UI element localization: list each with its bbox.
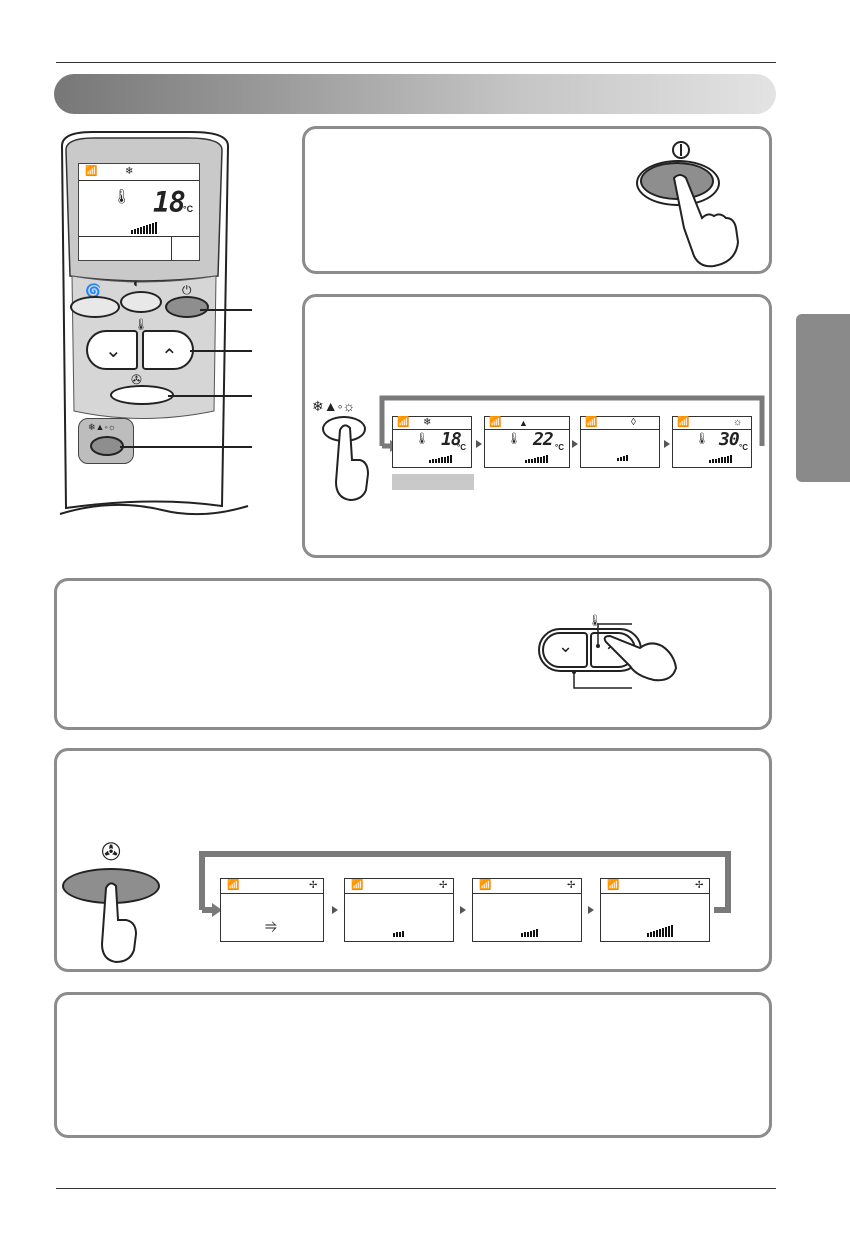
section-title-bar — [54, 74, 776, 114]
temp-leader-lines — [572, 623, 632, 689]
remote-lcd-unit: °C — [183, 204, 194, 214]
fan-bars — [647, 925, 673, 937]
fan-blade-icon: ✢ — [309, 880, 318, 891]
mode-screen-auto-temperature: 22 — [533, 429, 554, 450]
fan-icon: ✇ — [131, 372, 142, 387]
remote-fan-bars — [131, 222, 157, 234]
remote-temp-up-button[interactable]: ⌃ — [142, 330, 194, 370]
leader-fan — [168, 395, 252, 397]
fan-screen-low: 📶 ✢ — [344, 878, 454, 942]
fan-blade-icon: ✢ — [567, 880, 576, 891]
power-icon: ⏻ — [182, 283, 192, 297]
signal-icon: 📶 — [397, 417, 410, 428]
snowflake-icon: ❄ — [423, 417, 432, 428]
power-icon — [672, 141, 690, 159]
swing-icon: 🌀 — [85, 283, 102, 298]
fan-screen-natural: 📶 ✢ ⥤ — [220, 878, 324, 942]
remote-lcd: 📶 ❄ 🌡 18 °C — [78, 163, 200, 261]
thermometer-icon: 🌡 — [507, 433, 521, 445]
hand-press-icon — [603, 634, 678, 682]
temp-down-button[interactable]: ⌄ — [542, 632, 588, 668]
remote-swing-button[interactable] — [70, 296, 120, 318]
auto-mode-icon: ▲ — [519, 418, 528, 428]
chevron-down-icon: ⌄ — [558, 636, 574, 656]
mode-screen-cool-temperature: 18 — [441, 429, 462, 450]
cycle-arrow — [332, 906, 338, 914]
chevron-up-icon: ⌃ — [161, 346, 178, 368]
snowflake-icon: ❄ — [125, 166, 134, 177]
remote-temp-down-button[interactable]: ⌄ — [86, 330, 138, 370]
cycle-arrow — [460, 906, 466, 914]
remote-power-button[interactable] — [165, 296, 209, 318]
sun-icon: ☼ — [733, 417, 743, 428]
mode-screen-heat-temperature: 30 — [719, 429, 740, 450]
leader-temp — [190, 350, 252, 352]
hand-press-icon — [100, 882, 138, 964]
hand-press-icon — [334, 424, 370, 502]
signal-icon: 📶 — [351, 880, 364, 891]
fan-cycle-frame — [199, 851, 731, 917]
cycle-arrow — [664, 440, 670, 448]
thermometer-icon: 🌡 — [695, 433, 709, 445]
mode-screen-dry: 📶 ◊ — [580, 416, 660, 468]
signal-icon: 📶 — [489, 417, 502, 428]
leader-power — [200, 309, 252, 311]
mode-label-placeholder — [392, 474, 474, 490]
droplet-icon: ◊ — [631, 417, 636, 428]
fan-blade-icon: ✢ — [695, 880, 704, 891]
remote-mode-button[interactable] — [90, 436, 124, 456]
cycle-arrow — [476, 440, 482, 448]
thermometer-icon: 🌡 — [415, 433, 429, 445]
natural-wind-icon: ⥤ — [265, 917, 278, 934]
remote-lcd-temperature: 18 — [153, 186, 186, 219]
fan-icon: ✇ — [101, 839, 122, 866]
cycle-arrow — [572, 440, 578, 448]
jet-cool-icon: ◐ — [133, 276, 141, 290]
chevron-down-icon: ⌄ — [105, 340, 122, 362]
mode-icons: ❄▲◦☼ — [312, 398, 356, 414]
signal-icon: 📶 — [227, 880, 240, 891]
mode-screen-cool: 📶 ❄ 🌡 18 °C — [392, 416, 472, 468]
leader-mode — [120, 446, 252, 448]
signal-icon: 📶 — [479, 880, 492, 891]
footer-rule — [56, 1188, 776, 1189]
fan-bars — [617, 455, 628, 461]
temp-icon: 🌡 — [134, 319, 148, 331]
mode-icons: ❄▲◦☼ — [88, 422, 116, 432]
note-panel — [54, 992, 772, 1138]
fan-screen-high: 📶 ✢ — [600, 878, 710, 942]
header-rule — [56, 62, 776, 63]
remote-fan-speed-button[interactable] — [110, 385, 174, 405]
fan-screen-medium: 📶 ✢ — [472, 878, 582, 942]
fan-bars — [393, 931, 404, 937]
signal-icon: 📶 — [85, 166, 98, 177]
chapter-side-tab — [796, 314, 850, 482]
fan-bars — [709, 455, 732, 463]
remote-jet-button[interactable] — [120, 291, 162, 313]
fan-bars — [525, 455, 548, 463]
fan-bars — [429, 455, 452, 463]
signal-icon: 📶 — [585, 417, 598, 428]
signal-icon: 📶 — [677, 417, 690, 428]
fan-blade-icon: ✢ — [439, 880, 448, 891]
cycle-arrow — [588, 906, 594, 914]
mode-screen-auto: 📶 ▲ 🌡 22 °C — [484, 416, 570, 468]
fan-bars — [521, 929, 538, 937]
hand-press-icon — [672, 174, 740, 268]
thermometer-icon: 🌡 — [113, 188, 131, 204]
mode-screen-heat: 📶 ☼ 🌡 30 °C — [672, 416, 752, 468]
signal-icon: 📶 — [607, 880, 620, 891]
